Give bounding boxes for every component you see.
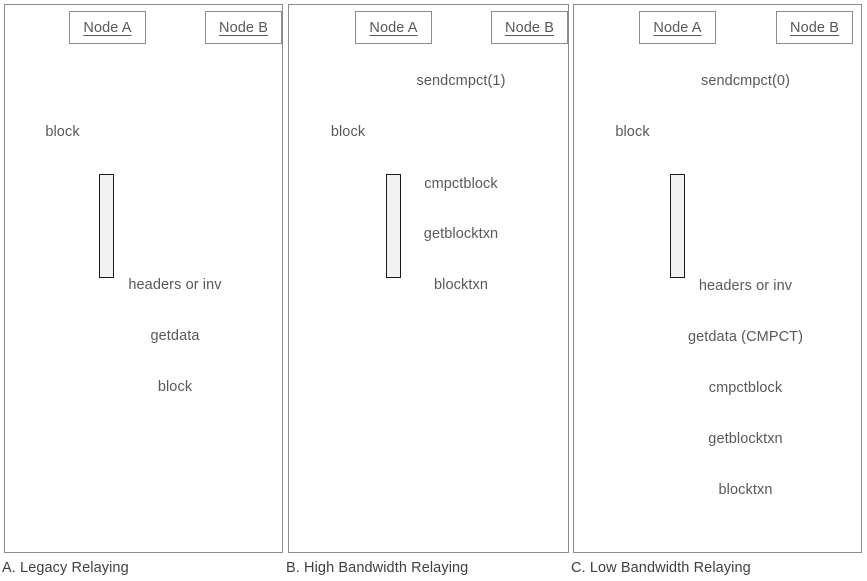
- activation-bar-c: [670, 174, 685, 278]
- panel-caption-a: A. Legacy Relaying: [2, 560, 129, 576]
- message-label: cmpctblock: [424, 176, 498, 192]
- node-label: Node A: [653, 19, 702, 36]
- message-label: block: [330, 124, 366, 140]
- message-label: headers or inv: [698, 278, 793, 294]
- node-box-a-a[interactable]: Node A: [69, 11, 146, 44]
- node-label: Node A: [83, 19, 132, 36]
- message-label: headers or inv: [128, 277, 222, 293]
- message-label: getdata: [150, 328, 200, 344]
- message-label: getblocktxn: [423, 226, 499, 242]
- activation-bar-b: [386, 174, 401, 278]
- node-box-b-b[interactable]: Node B: [491, 11, 568, 44]
- message-label: block: [157, 379, 193, 395]
- message-label: block: [615, 124, 650, 140]
- message-label: blocktxn: [718, 482, 773, 498]
- node-label: Node B: [219, 19, 268, 36]
- activation-bar-a: [99, 174, 114, 278]
- message-label: block: [45, 124, 80, 140]
- panel-c: [573, 4, 862, 553]
- node-box-c-b[interactable]: Node B: [776, 11, 853, 44]
- message-label: getblocktxn: [708, 431, 783, 447]
- message-label: getdata (CMPCT): [687, 329, 804, 345]
- panel-b: [288, 4, 569, 553]
- node-label: Node B: [790, 19, 839, 36]
- node-box-b-a[interactable]: Node A: [355, 11, 432, 44]
- message-label: sendcmpct(0): [700, 73, 791, 89]
- node-box-a-b[interactable]: Node B: [205, 11, 282, 44]
- message-label: sendcmpct(1): [416, 73, 506, 89]
- message-label: blocktxn: [434, 277, 488, 293]
- node-label: Node B: [505, 19, 554, 36]
- panel-a: [4, 4, 283, 553]
- node-label: Node A: [369, 19, 418, 36]
- panel-caption-c: C. Low Bandwidth Relaying: [571, 560, 751, 576]
- message-label: cmpctblock: [708, 380, 783, 396]
- node-box-c-a[interactable]: Node A: [639, 11, 716, 44]
- panel-caption-b: B. High Bandwidth Relaying: [286, 560, 469, 576]
